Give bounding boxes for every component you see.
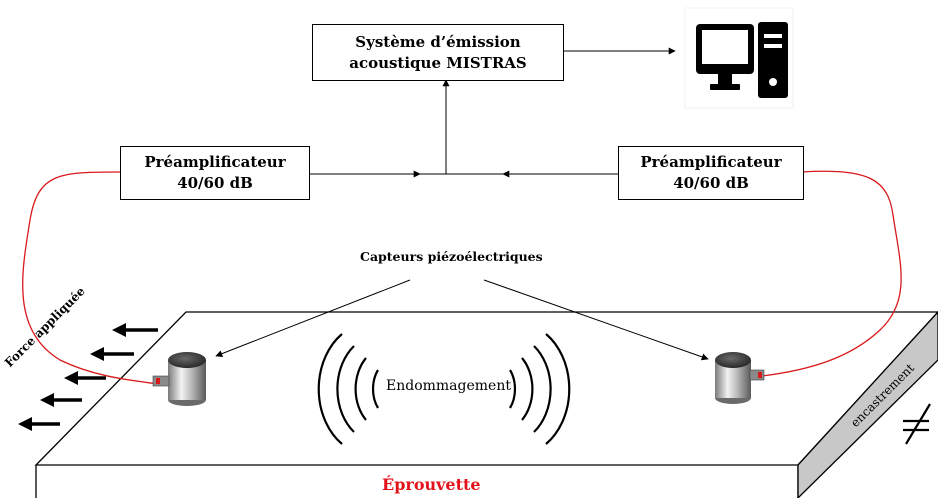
sensors-label: Capteurs piézoélectriques xyxy=(360,249,543,264)
preamplifier-left-box: Préamplificateur 40/60 dB xyxy=(120,146,310,200)
damage-label: Endommagement xyxy=(386,378,511,394)
emission-system-box: Système d’émission acoustique MISTRAS xyxy=(312,24,564,81)
piezo-sensor-icon xyxy=(715,352,765,404)
preamp-left-line1: Préamplificateur xyxy=(144,153,286,171)
specimen-label: Éprouvette xyxy=(382,475,481,494)
preamplifier-right-box: Préamplificateur 40/60 dB xyxy=(618,146,804,200)
arrow-left-icon xyxy=(18,417,60,431)
arrow-left-icon xyxy=(112,323,158,337)
preamp-right-line2: 40/60 dB xyxy=(673,174,749,192)
emission-line1: Système d’émission xyxy=(355,32,521,51)
piezo-sensor-icon xyxy=(152,352,206,406)
right-cable xyxy=(761,170,902,377)
clamp-face xyxy=(797,311,938,498)
arrow-to-right-sensor xyxy=(483,279,709,361)
signal-lines xyxy=(215,47,709,361)
arrow-left-icon xyxy=(90,347,134,361)
arrow-left-icon xyxy=(40,393,82,407)
arrow-left-icon xyxy=(64,371,106,385)
clamp-symbol-icon xyxy=(903,403,931,445)
specimen-plate xyxy=(34,311,938,498)
force-arrows xyxy=(18,323,158,431)
acoustic-wave-icon xyxy=(317,333,571,445)
preamp-left-line2: 40/60 dB xyxy=(177,174,253,192)
sensor-cables xyxy=(22,170,902,385)
emission-line2: acoustique MISTRAS xyxy=(349,53,527,72)
arrow-to-left-sensor xyxy=(215,279,411,357)
left-cable xyxy=(22,171,159,385)
preamp-right-line1: Préamplificateur xyxy=(640,153,782,171)
computer-icon xyxy=(684,7,794,109)
